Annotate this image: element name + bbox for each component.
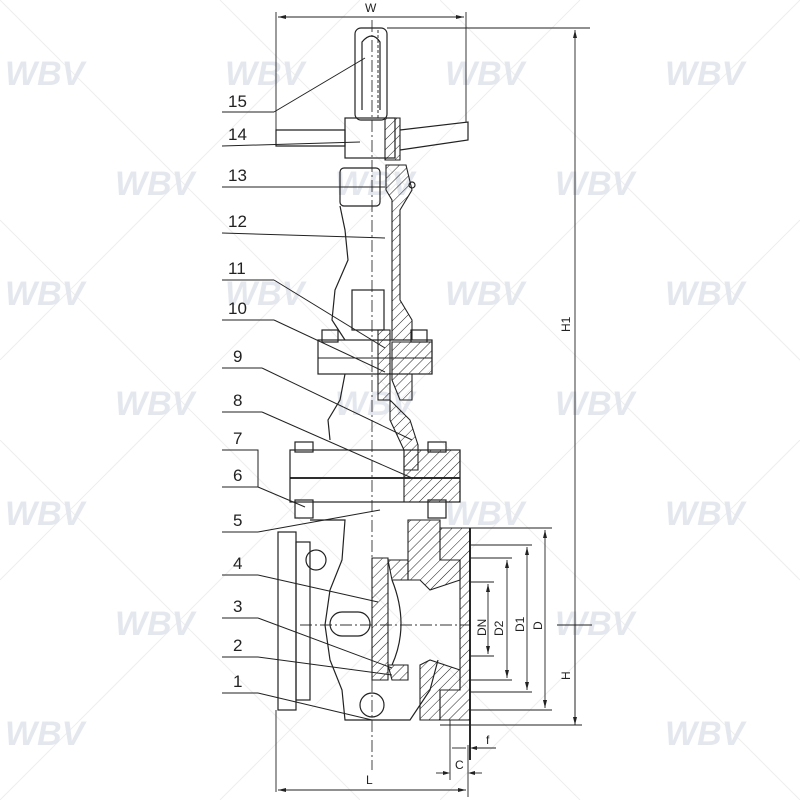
dimension-h: H [440,624,592,726]
dimension-c: C [436,720,482,780]
part-label-4: 4 [233,554,242,573]
part-label-1: 1 [233,672,242,691]
dimension-l: L [275,710,469,797]
watermark-text: WBV [555,165,638,203]
dim-label-h1: H1 [559,316,573,332]
dim-label-l: L [366,773,373,787]
part-label-6: 6 [233,466,242,485]
watermark-text: WBV [225,55,308,93]
flange-dimensions: D D1 D2 DN [470,527,552,711]
watermark-text: WBV [445,275,528,313]
watermark-text: WBV [665,715,748,753]
dim-label-c: C [455,758,464,772]
watermark-text: WBV [5,495,88,533]
watermark-text: WBV [445,55,528,93]
part-label-3: 3 [233,597,242,616]
watermark-text: WBV [225,275,308,313]
watermark-logos: WBV WBV WBV WBV WBV WBV WBV WBV WBV WBV … [5,55,748,753]
part-label-8: 8 [233,391,242,410]
watermark-text: WBV [555,385,638,423]
dimension-w: W [275,1,467,130]
dim-label-f: f [486,733,490,747]
watermark-text: WBV [115,605,198,643]
watermark-text: WBV [5,715,88,753]
valve-body [277,519,471,760]
dim-label-h: H [559,671,573,680]
watermark-text: WBV [665,55,748,93]
part-label-13: 13 [228,166,247,185]
part-label-15: 15 [228,92,247,111]
dim-label-dn: DN [475,619,489,636]
dim-label-d2: D2 [492,620,506,636]
part-label-14: 14 [228,125,247,144]
body-flange [289,441,461,519]
watermark-text: WBV [665,275,748,313]
watermark-text: WBV [115,385,198,423]
watermark-text: WBV [5,275,88,313]
part-label-10: 10 [228,299,247,318]
stem-assembly [275,27,469,341]
part-label-12: 12 [228,212,247,231]
dimension-h1: H1 [387,27,590,725]
dim-label-d: D [531,621,545,630]
dim-label-w: W [365,1,377,15]
dimension-f: f [452,733,496,750]
watermark-text: WBV [555,605,638,643]
part-label-5: 5 [233,511,242,530]
watermark-text: WBV [115,165,198,203]
part-label-2: 2 [233,636,242,655]
part-callouts: 15 14 13 12 11 10 9 8 7 6 5 4 3 [221,57,413,721]
part-label-11: 11 [228,259,246,278]
watermark-text: WBV [665,495,748,533]
dim-label-d1: D1 [513,616,527,632]
part-label-7: 7 [233,429,242,448]
part-label-9: 9 [233,347,242,366]
watermark-text: WBV [5,55,88,93]
